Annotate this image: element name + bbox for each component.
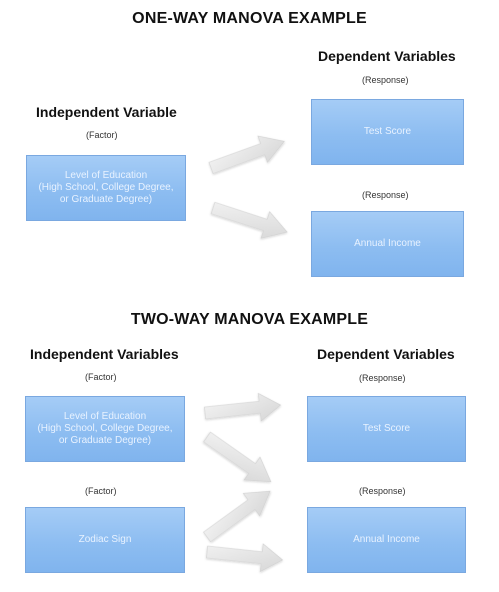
- arrow-education-to-annual-income: [203, 431, 272, 483]
- arrow-one-way-to-annual-income: [210, 201, 288, 239]
- two-way-factor-box-education: Level of Education (High School, College…: [25, 396, 185, 462]
- two-way-response-box-annual-income-text: Annual Income: [353, 534, 420, 545]
- one-way-factor-label: (Factor): [86, 130, 118, 140]
- two-way-factor-box-zodiac-text: Zodiac Sign: [78, 534, 132, 545]
- two-way-title: TWO-WAY MANOVA EXAMPLE: [130, 311, 369, 328]
- two-way-dependent-heading: Dependent Variables: [317, 346, 455, 362]
- one-way-dependent-heading: Dependent Variables: [318, 48, 456, 64]
- one-way-title: ONE-WAY MANOVA EXAMPLE: [132, 10, 367, 27]
- one-way-response-label-2: (Response): [362, 190, 409, 200]
- two-way-response-box-annual-income: Annual Income: [307, 507, 466, 573]
- two-way-factor-line-2: (High School, College Degree,: [37, 423, 173, 434]
- one-way-factor-box-education: Level of Education (High School, College…: [26, 155, 186, 221]
- two-way-factor-line-1: Level of Education: [63, 411, 147, 422]
- two-way-factor-box-zodiac: Zodiac Sign: [25, 507, 185, 573]
- one-way-factor-line-2: (High School, College Degree,: [38, 182, 174, 193]
- two-way-factor-line-3: or Graduate Degree): [58, 435, 152, 446]
- two-way-factor-label-2: (Factor): [85, 486, 117, 496]
- one-way-response-label-1: (Response): [362, 75, 409, 85]
- two-way-response-box-test-score-text: Test Score: [362, 423, 411, 434]
- one-way-factor-line-1: Level of Education: [64, 170, 148, 181]
- arrow-one-way-to-test-score: [208, 135, 285, 175]
- one-way-response-box-test-score-text: Test Score: [363, 126, 412, 137]
- one-way-response-box-test-score: Test Score: [311, 99, 464, 165]
- one-way-independent-heading: Independent Variable: [36, 104, 177, 120]
- arrow-zodiac-to-test-score: [203, 490, 271, 543]
- two-way-factor-label-1: (Factor): [85, 372, 117, 382]
- two-way-response-label-2: (Response): [359, 486, 406, 496]
- two-way-independent-heading: Independent Variables: [30, 346, 179, 362]
- one-way-factor-line-3: or Graduate Degree): [59, 194, 153, 205]
- arrow-zodiac-to-annual-income: [206, 543, 284, 573]
- two-way-response-box-test-score: Test Score: [307, 396, 466, 462]
- one-way-response-box-annual-income-text: Annual Income: [354, 238, 421, 249]
- one-way-response-box-annual-income: Annual Income: [311, 211, 464, 277]
- two-way-response-label-1: (Response): [359, 373, 406, 383]
- arrow-education-to-test-score: [204, 392, 282, 422]
